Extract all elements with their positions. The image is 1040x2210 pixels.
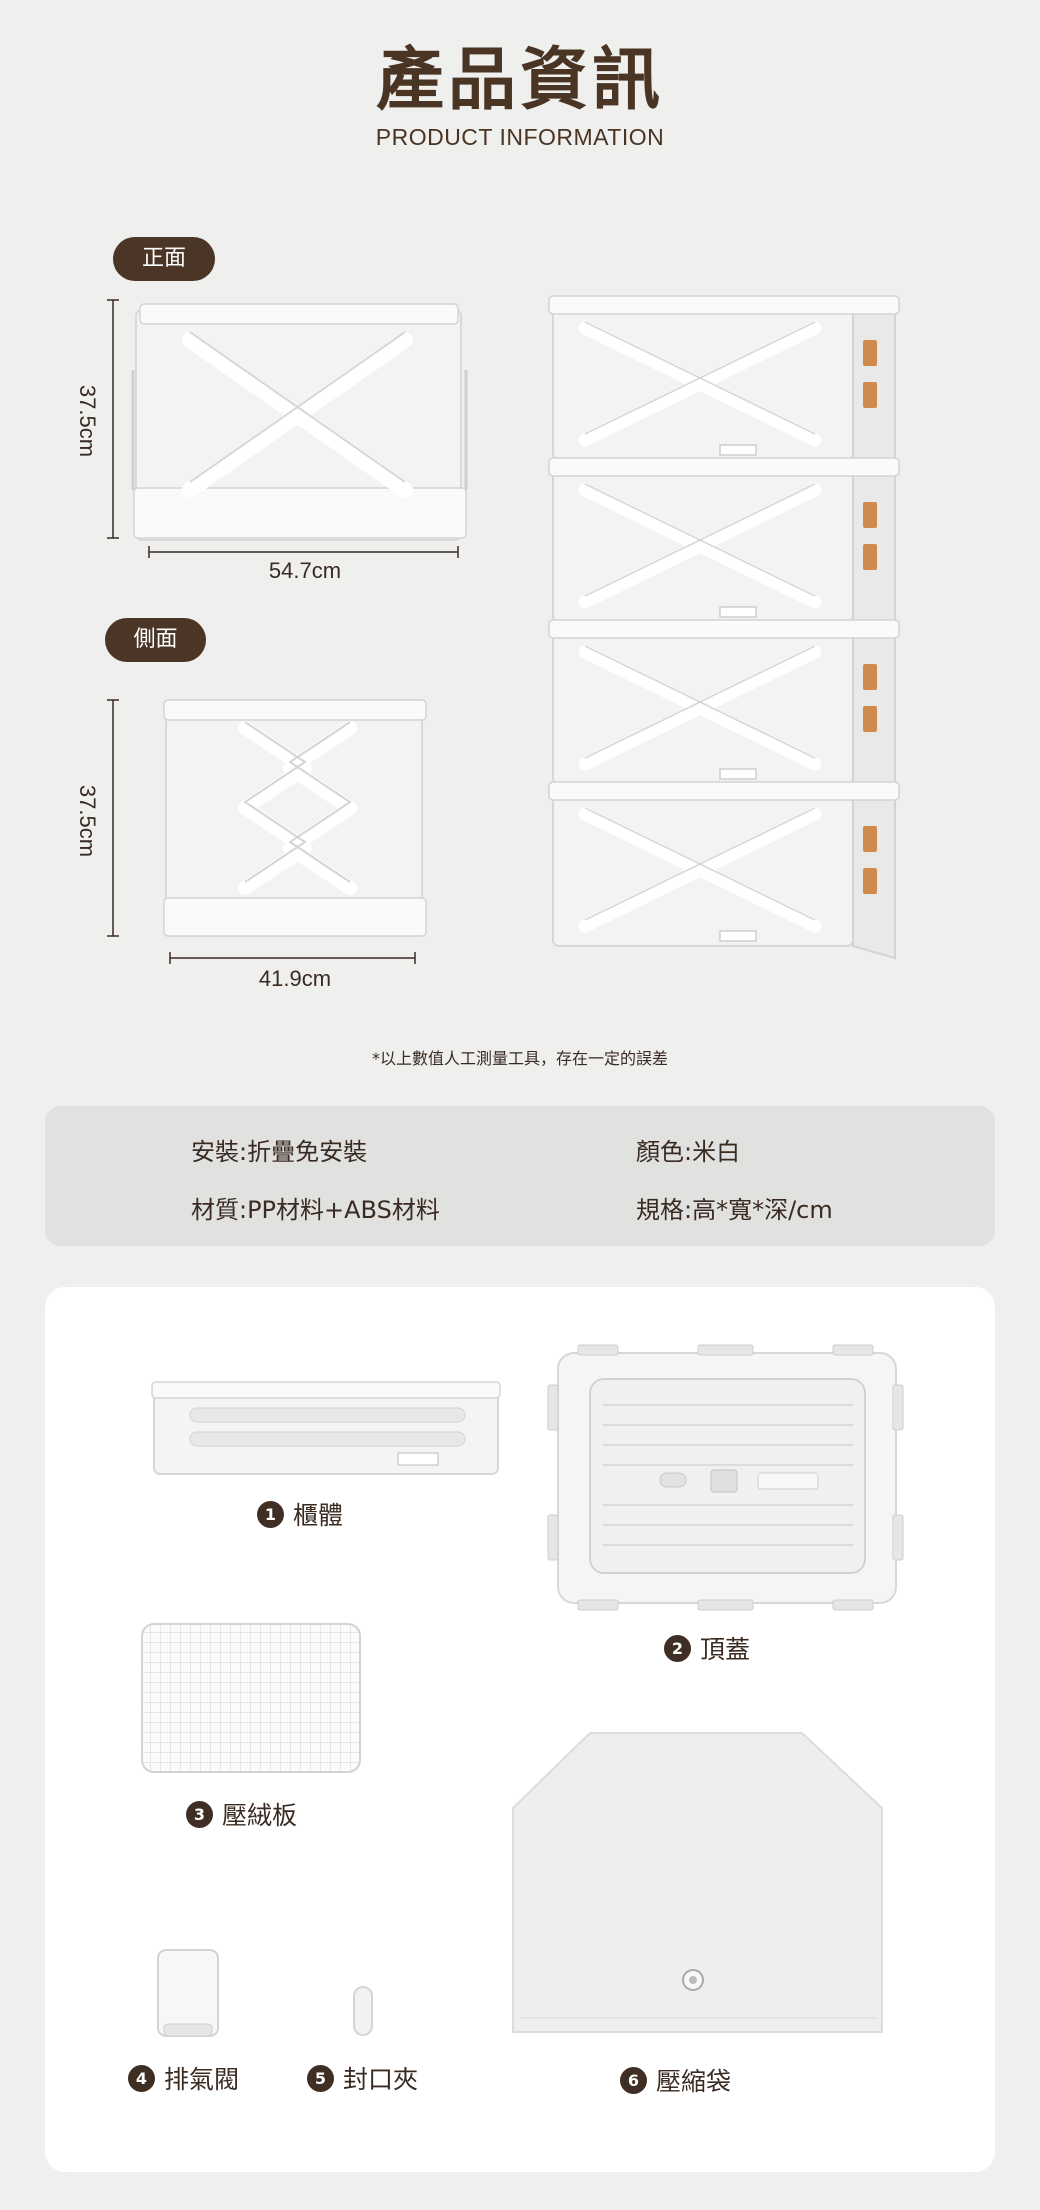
box-buckle [863, 826, 877, 852]
box-buckle [863, 544, 877, 570]
box-buckle [863, 664, 877, 690]
part-number-badge: 5 [307, 2064, 334, 2092]
side-view-label: 側面 [105, 618, 206, 662]
box-strut-edge [584, 321, 816, 435]
part-bag-image [512, 1732, 883, 2033]
spec-install: 安裝:折疊免安裝 [191, 1138, 368, 1166]
box-strut-edge [584, 483, 816, 597]
part-5-label: 5 封口夾 [307, 2060, 418, 2096]
side-width-label: 41.9cm [258, 966, 332, 991]
part-number-badge: 6 [620, 2066, 647, 2094]
box-strut [578, 321, 822, 447]
page-subtitle: PRODUCT INFORMATION [375, 124, 665, 150]
box-buckle [863, 340, 877, 366]
box-buckle [863, 868, 877, 894]
box-buckle [863, 502, 877, 528]
part-valve-image [157, 1949, 219, 2037]
part-number-badge: 3 [186, 1800, 213, 1828]
box-lid-rim [548, 457, 900, 477]
part-name: 壓絨板 [222, 1801, 298, 1830]
spec-color: 顏色:米白 [636, 1138, 741, 1166]
part-number-badge: 2 [664, 1634, 691, 1662]
front-width-label: 54.7cm [268, 558, 342, 583]
part-name: 排氣閥 [164, 2065, 240, 2094]
part-name: 頂蓋 [700, 1635, 751, 1664]
box-strut [578, 645, 822, 771]
part-lid-image [547, 1344, 904, 1611]
spec-panel [45, 1106, 995, 1246]
part-2-label: 2 頂蓋 [664, 1630, 750, 1666]
box-logo-tag [719, 444, 757, 456]
box-logo-tag [719, 930, 757, 942]
box-buckle [863, 706, 877, 732]
box-strut-edge [584, 645, 816, 759]
stacked-boxes-image [548, 295, 900, 960]
front-height-label: 37.5cm [75, 384, 100, 458]
part-4-label: 4 排氣閥 [128, 2060, 239, 2096]
part-name: 櫃體 [293, 1501, 344, 1530]
box-strut-edge [584, 807, 816, 921]
side-view-image [163, 699, 427, 937]
part-cabinet-image [151, 1381, 501, 1475]
box-strut [578, 483, 822, 609]
box-logo-tag [719, 768, 757, 780]
box-lid-rim [548, 781, 900, 801]
measurement-note: *以上數值人工測量工具，存在一定的誤差 [371, 1049, 668, 1068]
spec-size: 規格:高*寬*深/cm [636, 1196, 833, 1224]
part-1-label: 1 櫃體 [257, 1496, 343, 1532]
box-buckle [863, 382, 877, 408]
spec-material: 材質:PP材料+ABS材料 [191, 1196, 440, 1224]
box-lid-rim [548, 619, 900, 639]
part-number-badge: 1 [257, 1500, 284, 1528]
box-lid-rim [548, 295, 900, 315]
part-name: 壓縮袋 [656, 2067, 732, 2096]
page-title: 產品資訊 [375, 40, 664, 120]
front-view-label: 正面 [113, 237, 215, 281]
part-board-image [141, 1623, 361, 1773]
part-clip-image [353, 1986, 373, 2036]
part-name: 封口夾 [343, 2065, 419, 2094]
side-height-label: 37.5cm [75, 784, 100, 858]
part-3-label: 3 壓絨板 [186, 1796, 297, 1832]
front-view-image [131, 303, 468, 541]
box-strut [578, 807, 822, 933]
part-6-label: 6 壓縮袋 [620, 2062, 731, 2098]
part-number-badge: 4 [128, 2064, 155, 2092]
box-logo-tag [719, 606, 757, 618]
